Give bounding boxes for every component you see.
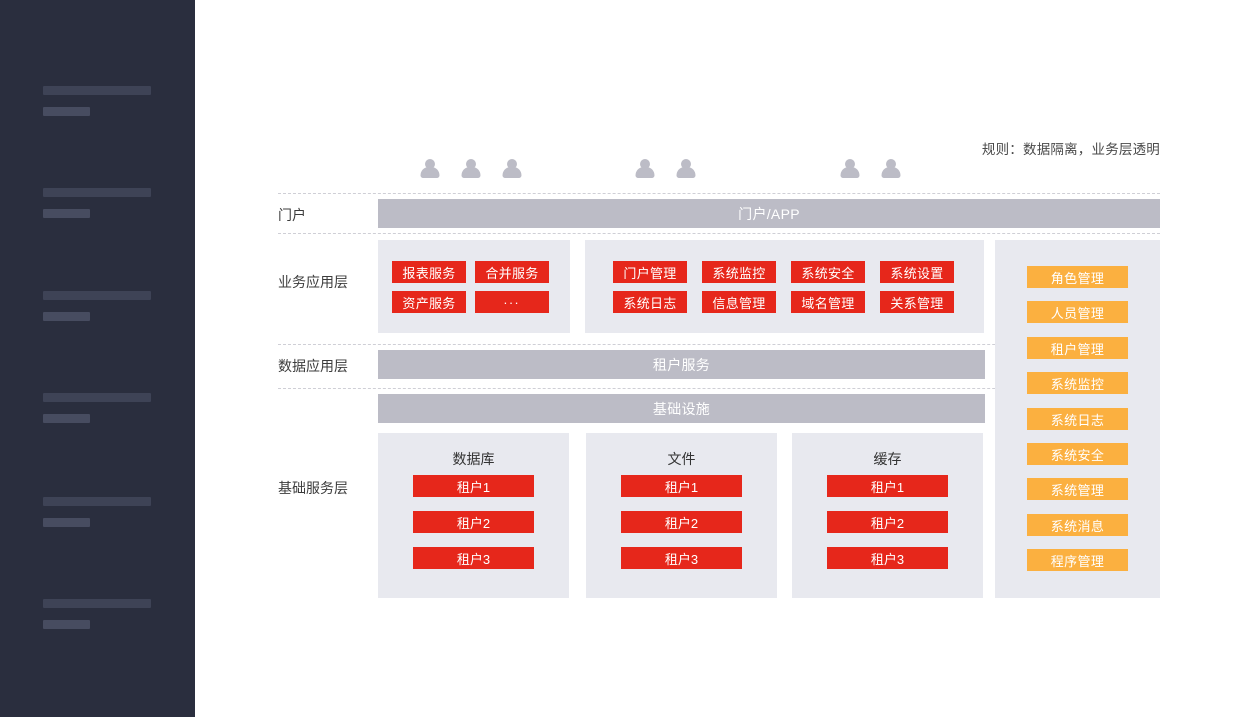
row-label-business: 业务应用层	[278, 274, 348, 290]
sidebar-nav-group-1[interactable]	[43, 86, 151, 116]
nav-group-2-title	[43, 188, 151, 197]
storage-panel-title: 数据库	[452, 451, 495, 467]
admin-chip[interactable]: 人员管理	[1027, 301, 1128, 323]
service-chip[interactable]: 系统安全	[791, 261, 865, 283]
business-panel-a	[378, 240, 570, 333]
tenant-chip[interactable]: 租户1	[827, 475, 948, 497]
user-avatar-group-2	[633, 158, 697, 183]
user-icon	[459, 158, 482, 183]
infrastructure-label: 基础设施	[652, 400, 711, 417]
nav-group-4-sub	[43, 414, 90, 423]
service-chip[interactable]: 报表服务	[392, 261, 466, 283]
user-icon	[674, 158, 697, 183]
user-icon	[879, 158, 902, 183]
rule-note: 规则：数据隔离，业务层透明	[981, 142, 1160, 157]
user-avatar-group-1	[418, 158, 523, 183]
admin-chip[interactable]: 租户管理	[1027, 337, 1128, 359]
tenant-chip[interactable]: 租户3	[413, 547, 534, 569]
service-chip[interactable]: 系统监控	[702, 261, 776, 283]
portal-bar-label: 门户/APP	[738, 205, 800, 222]
nav-group-4-title	[43, 393, 151, 402]
admin-chip[interactable]: 系统安全	[1027, 443, 1128, 465]
nav-group-3-sub	[43, 312, 90, 321]
admin-chip[interactable]: 程序管理	[1027, 549, 1128, 571]
admin-chip[interactable]: 系统管理	[1027, 478, 1128, 500]
sidebar-nav-group-4[interactable]	[43, 393, 151, 423]
tenant-chip[interactable]: 租户2	[621, 511, 742, 533]
sidebar-nav-group-2[interactable]	[43, 188, 151, 218]
tenant-chip[interactable]: 租户1	[621, 475, 742, 497]
storage-panel-title: 文件	[667, 451, 696, 467]
service-chip[interactable]: 系统设置	[880, 261, 954, 283]
diagram-canvas: 规则：数据隔离，业务层透明 门户业务应用层数据应用层基础服务层 门户/APP 报…	[195, 0, 1252, 717]
tenant-chip[interactable]: 租户3	[621, 547, 742, 569]
infrastructure-bar: 基础设施	[378, 394, 985, 423]
business-panel-b	[585, 240, 984, 333]
nav-group-1-title	[43, 86, 151, 95]
row-label-data: 数据应用层	[278, 358, 348, 374]
user-avatar-group-3	[838, 158, 902, 183]
service-chip[interactable]: 资产服务	[392, 291, 466, 313]
user-icon	[418, 158, 441, 183]
service-chip[interactable]: ...	[475, 291, 549, 313]
nav-group-6-title	[43, 599, 151, 608]
tenant-chip[interactable]: 租户3	[827, 547, 948, 569]
sidebar-nav-group-3[interactable]	[43, 291, 151, 321]
service-chip[interactable]: 信息管理	[702, 291, 776, 313]
admin-chip[interactable]: 系统监控	[1027, 372, 1128, 394]
user-icon	[500, 158, 523, 183]
sidebar-nav-group-6[interactable]	[43, 599, 151, 629]
service-chip[interactable]: 系统日志	[613, 291, 687, 313]
storage-panel-title: 缓存	[873, 451, 902, 467]
portal-bar: 门户/APP	[378, 199, 1160, 228]
layer-divider-3	[278, 344, 1160, 345]
service-chip[interactable]: 门户管理	[613, 261, 687, 283]
user-icon	[633, 158, 656, 183]
nav-group-2-sub	[43, 209, 90, 218]
admin-chip[interactable]: 角色管理	[1027, 266, 1128, 288]
tenant-chip[interactable]: 租户1	[413, 475, 534, 497]
service-chip[interactable]: 关系管理	[880, 291, 954, 313]
nav-group-6-sub	[43, 620, 90, 629]
admin-chip[interactable]: 系统消息	[1027, 514, 1128, 536]
layer-divider-4	[278, 388, 1160, 389]
nav-group-1-sub	[43, 107, 90, 116]
service-chip[interactable]: 域名管理	[791, 291, 865, 313]
layer-divider-1	[278, 193, 1160, 194]
tenant-chip[interactable]: 租户2	[413, 511, 534, 533]
row-label-portal: 门户	[278, 207, 306, 223]
tenant-service-bar: 租户服务	[378, 350, 985, 379]
nav-group-5-title	[43, 497, 151, 506]
sidebar-nav-group-5[interactable]	[43, 497, 151, 527]
row-label-infra: 基础服务层	[278, 480, 348, 496]
sidebar	[0, 0, 195, 717]
nav-group-5-sub	[43, 518, 90, 527]
admin-chip[interactable]: 系统日志	[1027, 408, 1128, 430]
tenant-service-label: 租户服务	[652, 356, 711, 373]
nav-group-3-title	[43, 291, 151, 300]
user-icon	[838, 158, 861, 183]
tenant-chip[interactable]: 租户2	[827, 511, 948, 533]
layer-divider-2	[278, 233, 1160, 234]
service-chip[interactable]: 合并服务	[475, 261, 549, 283]
